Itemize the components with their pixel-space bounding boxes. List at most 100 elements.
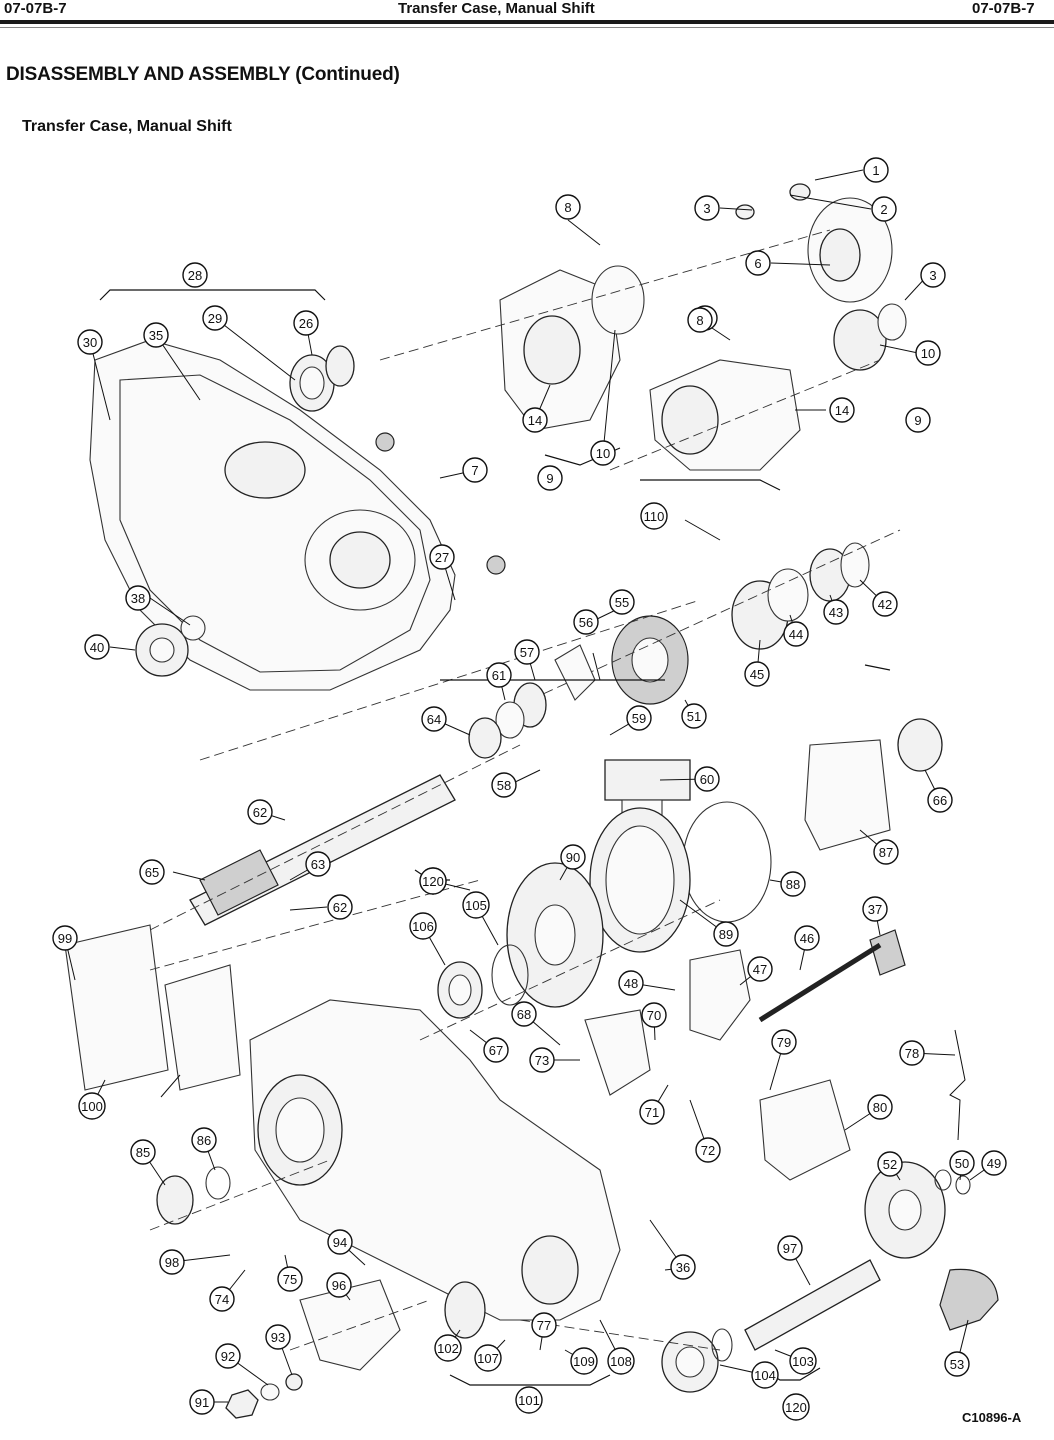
callout-number: 7 — [471, 463, 478, 478]
callout-circle — [77, 329, 103, 355]
callout-circle — [877, 1151, 903, 1177]
callout-circle — [277, 1266, 303, 1292]
callout-circle — [670, 1254, 696, 1280]
callout-43: 43 — [823, 599, 849, 625]
callout-circle — [143, 322, 169, 348]
callout-circle — [626, 705, 652, 731]
callout-number: 8 — [564, 200, 571, 215]
callout-number: 8 — [696, 313, 703, 328]
callout-number: 120 — [422, 874, 444, 889]
callout-number: 30 — [83, 335, 97, 350]
callout-circle — [483, 1037, 509, 1063]
callout-circle — [863, 157, 889, 183]
callout-number: 108 — [610, 1354, 632, 1369]
callout-circle — [640, 502, 668, 530]
callout-circle — [777, 1235, 803, 1261]
callout-circle — [872, 591, 898, 617]
callout-circle — [522, 407, 548, 433]
callout-number: 99 — [58, 931, 72, 946]
callout-number: 42 — [878, 597, 892, 612]
callout-number: 48 — [624, 976, 638, 991]
callout-88: 88 — [780, 871, 806, 897]
callout-number: 90 — [566, 850, 580, 865]
callout-circle — [265, 1324, 291, 1350]
callout-circle — [695, 1137, 721, 1163]
callout-9: 9 — [537, 465, 563, 491]
callout-circle — [981, 1150, 1007, 1176]
callout-58: 58 — [491, 772, 517, 798]
callout-number: 96 — [332, 1278, 346, 1293]
callout-circle — [920, 262, 946, 288]
callout-number: 70 — [647, 1008, 661, 1023]
callout-number: 102 — [437, 1341, 459, 1356]
callout-number: 61 — [492, 668, 506, 683]
callout-number: 93 — [271, 1330, 285, 1345]
callout-circle — [419, 867, 447, 895]
callout-47: 47 — [747, 956, 773, 982]
callout-number: 46 — [800, 931, 814, 946]
callout-circle — [462, 457, 488, 483]
callout-number: 37 — [868, 902, 882, 917]
callout-circle — [862, 896, 888, 922]
callout-circle — [681, 703, 707, 729]
callout-number: 49 — [987, 1156, 1001, 1171]
callout-104: 104 — [751, 1361, 779, 1389]
callout-number: 52 — [883, 1157, 897, 1172]
callout-number: 14 — [528, 413, 542, 428]
callout-circle — [899, 1040, 925, 1066]
callout-circle — [747, 956, 773, 982]
callout-number: 27 — [435, 550, 449, 565]
callout-circle — [694, 195, 720, 221]
callout-number: 64 — [427, 712, 441, 727]
callout-circle — [293, 310, 319, 336]
callout-circle — [78, 1092, 106, 1120]
callout-circle — [867, 1094, 893, 1120]
callout-37: 37 — [862, 896, 888, 922]
callout-number: 107 — [477, 1351, 499, 1366]
callout-number: 101 — [518, 1393, 540, 1408]
callout-96: 96 — [326, 1272, 352, 1298]
callout-number: 59 — [632, 711, 646, 726]
callout-number: 100 — [81, 1099, 103, 1114]
callout-120: 120 — [782, 1393, 810, 1421]
callout-number: 94 — [333, 1235, 347, 1250]
callout-number: 50 — [955, 1156, 969, 1171]
callout-circle — [560, 844, 586, 870]
callout-73: 73 — [529, 1047, 555, 1073]
callout-circle — [182, 262, 208, 288]
callout-27: 27 — [429, 544, 455, 570]
callout-number: 56 — [579, 615, 593, 630]
callout-circle — [641, 1002, 667, 1028]
callout-97: 97 — [777, 1235, 803, 1261]
callout-number: 10 — [596, 446, 610, 461]
callout-circle — [823, 599, 849, 625]
callout-circle — [694, 766, 720, 792]
callout-number: 87 — [879, 845, 893, 860]
callout-36: 36 — [670, 1254, 696, 1280]
callout-number: 62 — [333, 900, 347, 915]
header-rule — [0, 20, 1054, 24]
callout-93: 93 — [265, 1324, 291, 1350]
callout-number: 72 — [701, 1143, 715, 1158]
callout-63: 63 — [305, 851, 331, 877]
callout-53: 53 — [944, 1351, 970, 1377]
callout-number: 89 — [719, 927, 733, 942]
callout-circle — [873, 839, 899, 865]
callout-circle — [745, 250, 771, 276]
callout-circle — [125, 585, 151, 611]
callout-51: 51 — [681, 703, 707, 729]
callout-circle — [429, 544, 455, 570]
callout-number: 28 — [188, 268, 202, 283]
callout-46: 46 — [794, 925, 820, 951]
callout-circle — [421, 706, 447, 732]
callout-number: 29 — [208, 311, 222, 326]
callout-65: 65 — [139, 859, 165, 885]
callout-circle — [486, 662, 512, 688]
callout-number: 6 — [754, 256, 761, 271]
callout-number: 10 — [921, 346, 935, 361]
callout-49: 49 — [981, 1150, 1007, 1176]
callout-number: 77 — [537, 1318, 551, 1333]
callout-number: 1 — [872, 163, 879, 178]
callout-number: 73 — [535, 1053, 549, 1068]
